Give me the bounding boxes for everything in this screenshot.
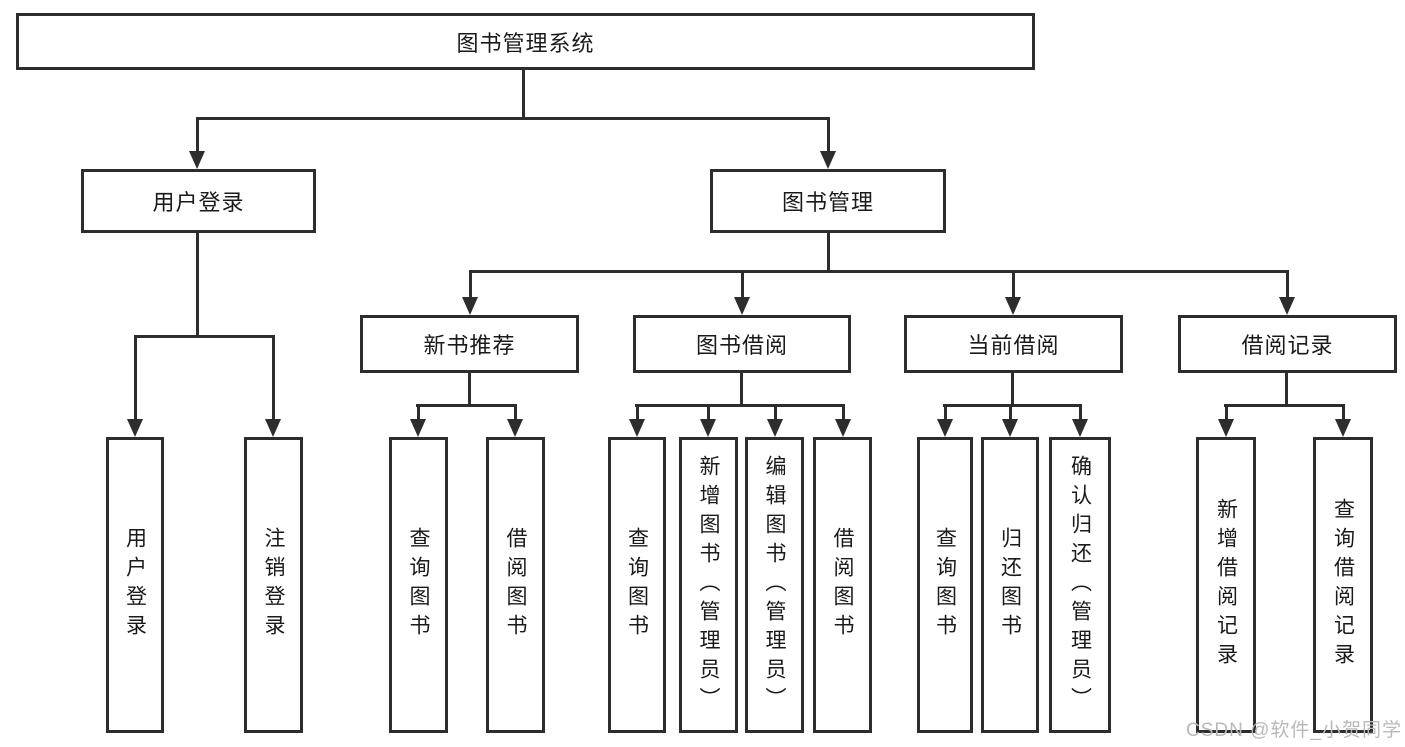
leaf-borrow-books-1: 借阅图书 bbox=[486, 437, 545, 733]
arrowhead-icon bbox=[700, 419, 716, 437]
leaf-query-books-2: 查询图书 bbox=[608, 437, 666, 733]
node-book-management: 图书管理 bbox=[710, 169, 946, 233]
arrow-to-user-login bbox=[189, 118, 205, 169]
arrow-to-book-management bbox=[820, 118, 836, 169]
arrowhead-icon bbox=[1218, 419, 1234, 437]
arrowhead-icon bbox=[629, 419, 645, 437]
arrowhead-icon bbox=[462, 297, 478, 315]
connector-new-book-stub bbox=[468, 373, 471, 406]
leaf-query-borrow-record: 查询借阅记录 bbox=[1313, 437, 1373, 733]
arrow-to-leaf-user-login bbox=[127, 336, 143, 437]
arrow-to-current-borrowing bbox=[1005, 271, 1021, 315]
arrow-to-leaf-borrow-books-2 bbox=[835, 405, 851, 437]
csdn-watermark: CSDN @软件_小贺同学 bbox=[1186, 720, 1402, 741]
connector-user-login-split bbox=[134, 335, 275, 338]
arrowhead-icon bbox=[189, 151, 205, 169]
connector-book-management-stub bbox=[827, 233, 830, 272]
node-current-borrowing: 当前借阅 bbox=[904, 315, 1123, 373]
arrowhead-icon bbox=[507, 419, 523, 437]
arrow-to-leaf-confirm-return bbox=[1072, 405, 1088, 437]
leaf-add-borrow-record: 新增借阅记录 bbox=[1196, 437, 1256, 733]
arrow-to-leaf-query-books-3 bbox=[937, 405, 953, 437]
arrowhead-icon bbox=[127, 419, 143, 437]
arrowhead-icon bbox=[734, 297, 750, 315]
leaf-edit-books-admin: 编辑图书（管理员） bbox=[745, 437, 804, 733]
arrowhead-icon bbox=[1279, 297, 1295, 315]
arrow-to-book-borrowing bbox=[734, 271, 750, 315]
leaf-confirm-return-admin: 确认归还（管理员） bbox=[1049, 437, 1111, 733]
arrow-to-leaf-logout bbox=[265, 336, 281, 437]
arrowhead-icon bbox=[1002, 419, 1018, 437]
arrow-to-leaf-add-borrow-record bbox=[1218, 405, 1234, 437]
connector-book-borrowing-split bbox=[635, 404, 845, 407]
connector-borrowing-records-split bbox=[1224, 404, 1345, 407]
leaf-add-books-admin: 新增图书（管理员） bbox=[679, 437, 738, 733]
connector-current-borrowing-stub bbox=[1011, 373, 1014, 406]
connector-root-stub bbox=[522, 70, 525, 119]
arrowhead-icon bbox=[265, 419, 281, 437]
arrow-to-new-book-recommendation bbox=[462, 271, 478, 315]
arrow-to-leaf-add-books bbox=[700, 405, 716, 437]
arrowhead-icon bbox=[937, 419, 953, 437]
connector-book-management-split bbox=[469, 270, 1289, 273]
node-borrowing-records: 借阅记录 bbox=[1178, 315, 1397, 373]
connector-user-login-stub bbox=[196, 233, 199, 337]
arrow-to-leaf-query-books-2 bbox=[629, 405, 645, 437]
leaf-query-books-3: 查询图书 bbox=[917, 437, 973, 733]
node-book-borrowing: 图书借阅 bbox=[633, 315, 851, 373]
arrowhead-icon bbox=[835, 419, 851, 437]
connector-book-borrowing-stub bbox=[740, 373, 743, 406]
leaf-user-login: 用户登录 bbox=[106, 437, 164, 733]
connector-new-book-split bbox=[416, 404, 517, 407]
arrow-to-leaf-edit-books bbox=[767, 405, 783, 437]
arrowhead-icon bbox=[1072, 419, 1088, 437]
arrow-to-leaf-borrow-books-1 bbox=[507, 405, 523, 437]
arrowhead-icon bbox=[767, 419, 783, 437]
arrow-to-leaf-return-books bbox=[1002, 405, 1018, 437]
arrowhead-icon bbox=[820, 151, 836, 169]
leaf-query-books-1: 查询图书 bbox=[389, 437, 448, 733]
leaf-logout: 注销登录 bbox=[244, 437, 303, 733]
arrowhead-icon bbox=[410, 419, 426, 437]
arrowhead-icon bbox=[1335, 419, 1351, 437]
node-new-book-recommendation: 新书推荐 bbox=[360, 315, 579, 373]
connector-borrowing-records-stub bbox=[1285, 373, 1288, 406]
node-user-login: 用户登录 bbox=[81, 169, 316, 233]
arrow-to-leaf-query-books-1 bbox=[410, 405, 426, 437]
leaf-return-books: 归还图书 bbox=[981, 437, 1039, 733]
arrow-to-borrowing-records bbox=[1279, 271, 1295, 315]
arrow-to-leaf-query-borrow-record bbox=[1335, 405, 1351, 437]
node-library-management-system: 图书管理系统 bbox=[16, 13, 1035, 70]
arrowhead-icon bbox=[1005, 297, 1021, 315]
connector-current-borrowing-split bbox=[943, 404, 1082, 407]
leaf-borrow-books-2: 借阅图书 bbox=[813, 437, 872, 733]
connector-root-split bbox=[196, 117, 830, 120]
